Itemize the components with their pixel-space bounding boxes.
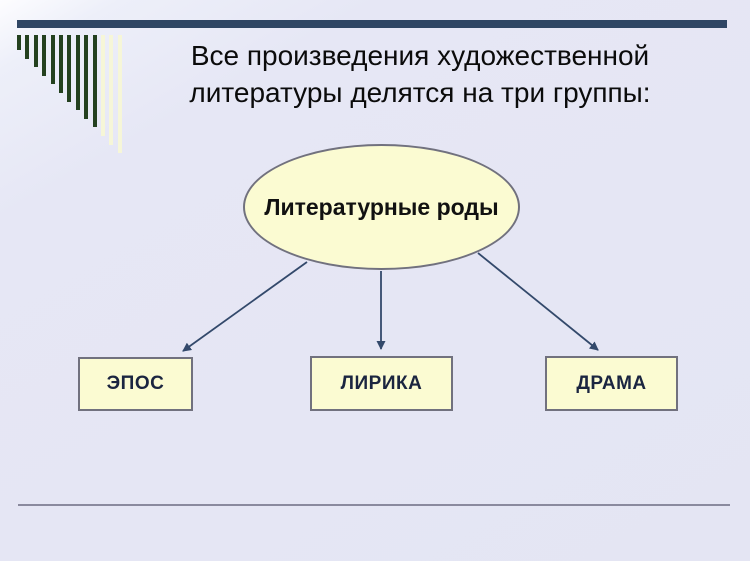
category-box-epos: ЭПОС xyxy=(78,357,193,411)
category-label-lirika: ЛИРИКА xyxy=(340,372,423,394)
deco-bar xyxy=(58,35,63,93)
decorative-bars xyxy=(17,35,126,153)
category-label-epos: ЭПОС xyxy=(106,373,165,394)
deco-bar xyxy=(33,35,38,67)
deco-bar xyxy=(117,35,122,153)
deco-bar xyxy=(75,35,80,110)
category-label-drama: ДРАМА xyxy=(576,372,647,394)
top-accent-bar xyxy=(17,20,727,28)
deco-bar xyxy=(100,35,105,136)
deco-bar xyxy=(50,35,55,84)
slide-title: Все произведения художественной литерату… xyxy=(189,40,651,108)
arrow-root-to-epos xyxy=(182,261,308,352)
arrow-root-to-drama xyxy=(477,252,599,351)
deco-bar xyxy=(92,35,97,127)
category-box-drama: ДРАМА xyxy=(545,356,678,411)
deco-bar xyxy=(84,35,89,119)
deco-bar xyxy=(67,35,72,102)
category-box-lirika: ЛИРИКА xyxy=(310,356,453,411)
root-ellipse-label: Литературные роды xyxy=(264,193,499,220)
deco-bar xyxy=(25,35,30,59)
deco-bar xyxy=(42,35,47,76)
bottom-divider-line xyxy=(18,504,730,506)
deco-bar xyxy=(17,35,21,50)
root-ellipse: Литературные роды xyxy=(243,144,520,270)
deco-bar xyxy=(109,35,114,145)
